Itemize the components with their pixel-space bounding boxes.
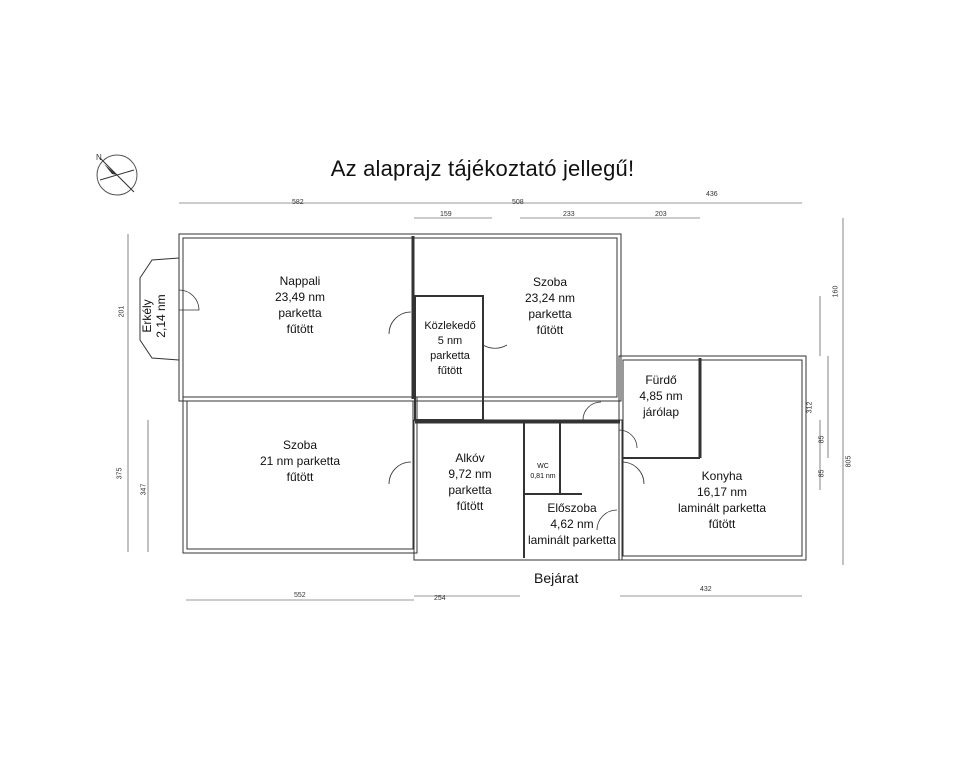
room-heat: fűtött [437, 365, 463, 377]
room-floor: parketta [430, 350, 470, 362]
plan-title: Az alaprajz tájékoztató jellegű! [330, 156, 635, 181]
dim-right-1: 160 [832, 285, 840, 298]
room-heat: fűtött [286, 322, 314, 336]
room-floor: parketta [278, 306, 322, 320]
room-area: 23,24 nm [524, 291, 576, 305]
room-floor: járólap [642, 405, 680, 419]
dim-right-2: 312 [806, 401, 814, 414]
room-szoba-upper: Szoba 23,24 nm parketta fűtött [490, 274, 610, 338]
room-nappali: Nappali 23,49 nm parketta fűtött [240, 273, 360, 337]
room-area: 16,17 nm [696, 485, 748, 499]
room-heat: fűtött [286, 470, 314, 484]
door-swings [178, 289, 645, 531]
north-arrow-icon: N [92, 150, 142, 205]
room-area: 9,72 nm [448, 467, 492, 481]
dim-top-left: 582 [292, 199, 304, 206]
room-name: Erkély [140, 299, 154, 333]
room-name: Szoba [532, 275, 568, 289]
dim-top-sub1: 159 [440, 211, 452, 218]
dim-right-3: 85 [818, 435, 826, 444]
outer-walls [178, 233, 807, 561]
room-konyha: Konyha 16,17 nm laminált parketta fűtött [660, 468, 784, 532]
room-floor: laminált parketta [677, 501, 767, 515]
room-heat: fűtött [536, 323, 564, 337]
room-area: 23,49 nm [274, 290, 326, 304]
room-furdo: Fürdő 4,85 nm járólap [624, 372, 698, 420]
room-area: 5 nm [437, 335, 463, 347]
room-floor: parketta [448, 483, 492, 497]
room-floor: laminált parketta [527, 533, 617, 547]
room-name: Konyha [701, 469, 743, 483]
room-name: Alkóv [455, 451, 485, 465]
room-area: 4,85 nm [639, 389, 683, 403]
room-eloszoba: Előszoba 4,62 nm laminált parketta [522, 500, 622, 548]
room-name: Nappali [279, 274, 321, 288]
dim-top-right: 436 [706, 191, 718, 198]
dim-left-upper: 201 [118, 305, 126, 318]
balcony-outline [139, 257, 180, 361]
room-name: Előszoba [547, 501, 597, 515]
room-area: 2,14 nm [154, 294, 168, 338]
room-area: 21 nm parketta [259, 454, 341, 468]
room-area: 4,62 nm [550, 517, 594, 531]
room-alkov: Alkóv 9,72 nm parketta fűtött [430, 450, 510, 514]
dimension-lines [127, 202, 844, 601]
dim-bottom-mid: 254 [434, 595, 446, 602]
dim-left-lower-inner: 347 [140, 483, 148, 496]
room-name: WC [537, 463, 549, 470]
room-erkely: Erkély 2,14 nm [140, 266, 168, 366]
room-heat: fűtött [708, 517, 736, 531]
room-floor: parketta [528, 307, 572, 321]
room-wc: WC 0,81 nm [525, 462, 561, 482]
dim-bottom-right: 432 [700, 586, 712, 593]
dim-left-lower: 375 [116, 467, 124, 480]
dim-top-sub2: 233 [563, 211, 575, 218]
room-szoba-lower: Szoba 21 nm parketta fűtött [230, 437, 370, 485]
room-name: Fürdő [645, 373, 677, 387]
entrance-label: Bejárat [534, 570, 579, 586]
dim-bottom-left: 552 [294, 592, 306, 599]
dim-right-total: 805 [845, 455, 853, 468]
room-heat: fűtött [456, 499, 484, 513]
svg-text:N: N [96, 153, 102, 162]
dim-top-mid: 508 [512, 199, 524, 206]
room-name: Közlekedő [424, 320, 476, 332]
dim-right-4: 85 [818, 469, 826, 478]
room-area: 0,81 nm [530, 473, 556, 480]
dim-top-sub3: 203 [655, 211, 667, 218]
interior-walls [411, 236, 702, 558]
room-kozlekedo: Közlekedő 5 nm parketta fűtött [412, 319, 488, 379]
room-name: Szoba [282, 438, 318, 452]
